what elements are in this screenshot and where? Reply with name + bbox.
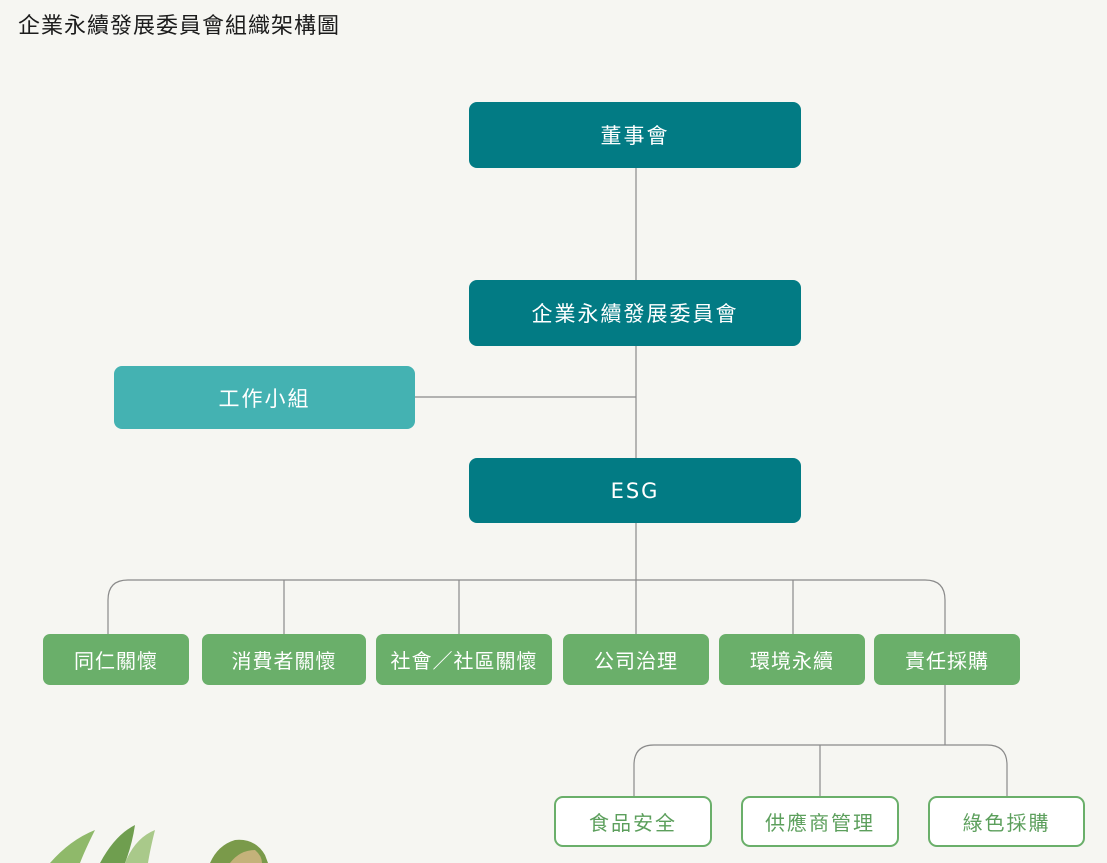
community-care-label: 社會／社區關懷	[390, 649, 538, 673]
consumer-care-label: 消費者關懷	[231, 649, 337, 673]
food-safety-node: 食品安全	[554, 796, 712, 847]
board-node: 董事會	[469, 102, 801, 168]
employee-care-node: 同仁關懷	[43, 634, 189, 685]
responsible-procurement-label: 責任採購	[905, 649, 989, 673]
working-group-label: 工作小組	[218, 386, 311, 411]
responsible-procurement-node: 責任採購	[874, 634, 1020, 685]
governance-node: 公司治理	[563, 634, 709, 685]
esg-node: ESG	[469, 458, 801, 523]
governance-label: 公司治理	[594, 649, 678, 673]
consumer-care-node: 消費者關懷	[202, 634, 366, 685]
page-title: 企業永續發展委員會組織架構圖	[18, 14, 341, 39]
supplier-management-node: 供應商管理	[741, 796, 899, 847]
green-procurement-node: 綠色採購	[928, 796, 1085, 847]
working-group-node: 工作小組	[114, 366, 415, 429]
employee-care-label: 同仁關懷	[74, 649, 158, 673]
community-care-node: 社會／社區關懷	[376, 634, 552, 685]
board-label: 董事會	[600, 124, 670, 148]
environment-node: 環境永續	[719, 634, 865, 685]
supplier-management-label: 供應商管理	[765, 811, 875, 835]
committee-node: 企業永續發展委員會	[469, 280, 801, 346]
vegetable-decoration-icon	[50, 825, 268, 863]
food-safety-label: 食品安全	[589, 811, 677, 835]
environment-label: 環境永續	[750, 649, 834, 673]
green-procurement-label: 綠色採購	[962, 811, 1051, 835]
committee-label: 企業永續發展委員會	[531, 302, 739, 326]
esg-label: ESG	[610, 478, 660, 503]
